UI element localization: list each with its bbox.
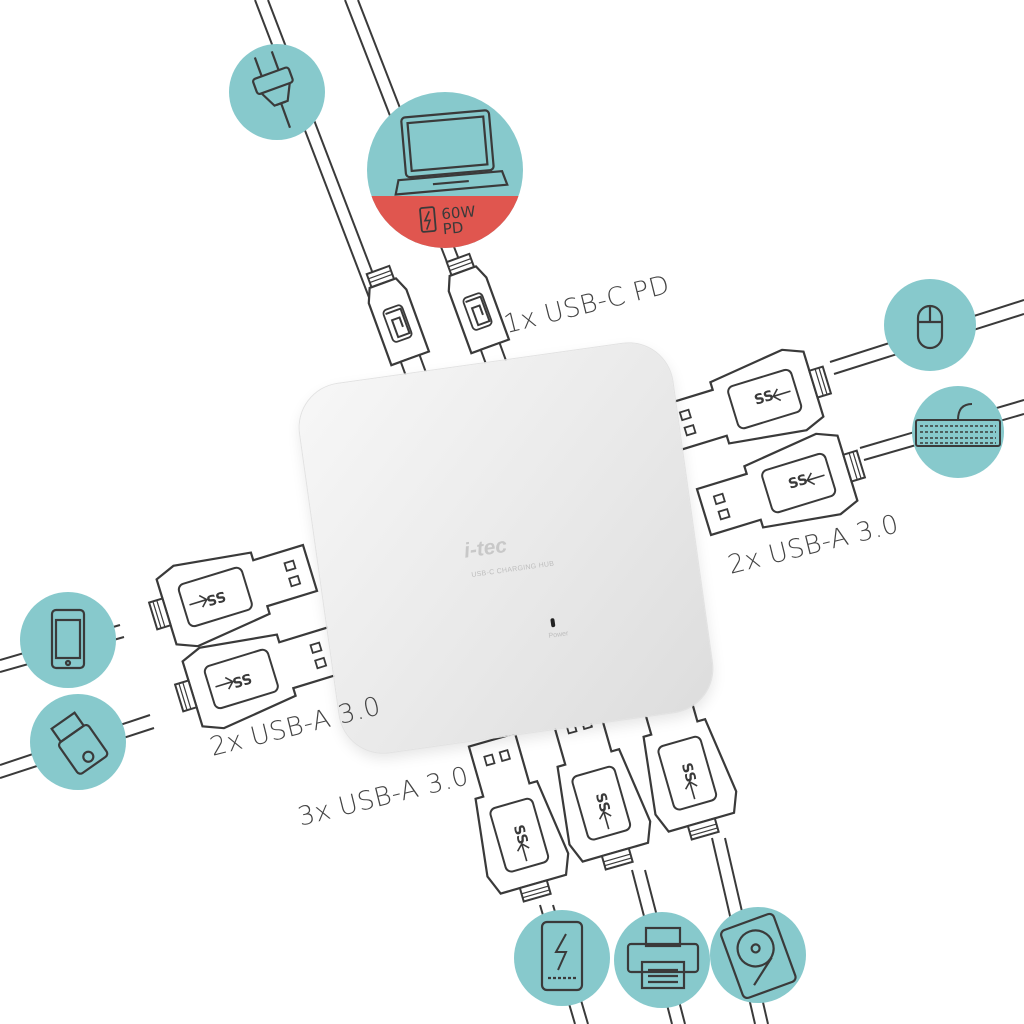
smartphone-icon xyxy=(50,608,86,670)
usb-flash-drive-icon xyxy=(50,711,109,775)
charge-badge: 60W PD xyxy=(419,202,477,238)
laptop-device: 60W PD xyxy=(367,92,523,248)
hub-power-label: Power xyxy=(548,630,569,640)
usb-a-plug-power-bank xyxy=(450,727,579,911)
power-bank-device xyxy=(514,910,610,1006)
power-bank-icon xyxy=(540,920,584,992)
badge-watts: 60W xyxy=(441,202,477,223)
mouse-device xyxy=(884,279,976,371)
keyboard-device xyxy=(912,386,1004,478)
printer-device xyxy=(614,912,710,1008)
hard-drive-icon xyxy=(720,912,797,1000)
hub-model-text: USB-C CHARGING HUB xyxy=(471,560,555,580)
power-led xyxy=(550,617,556,628)
printer-icon xyxy=(626,926,700,990)
keyboard-icon xyxy=(915,403,1001,447)
badge-pd: PD xyxy=(442,218,464,238)
power-plug-device xyxy=(229,44,325,140)
hard-drive-device xyxy=(710,907,806,1003)
phone-device xyxy=(20,592,116,688)
laptop-icon xyxy=(394,109,509,196)
hub-logo: i-tec xyxy=(462,533,509,563)
mouse-icon xyxy=(916,304,944,350)
usb-stick-device xyxy=(30,694,126,790)
power-plug-icon xyxy=(252,50,294,129)
